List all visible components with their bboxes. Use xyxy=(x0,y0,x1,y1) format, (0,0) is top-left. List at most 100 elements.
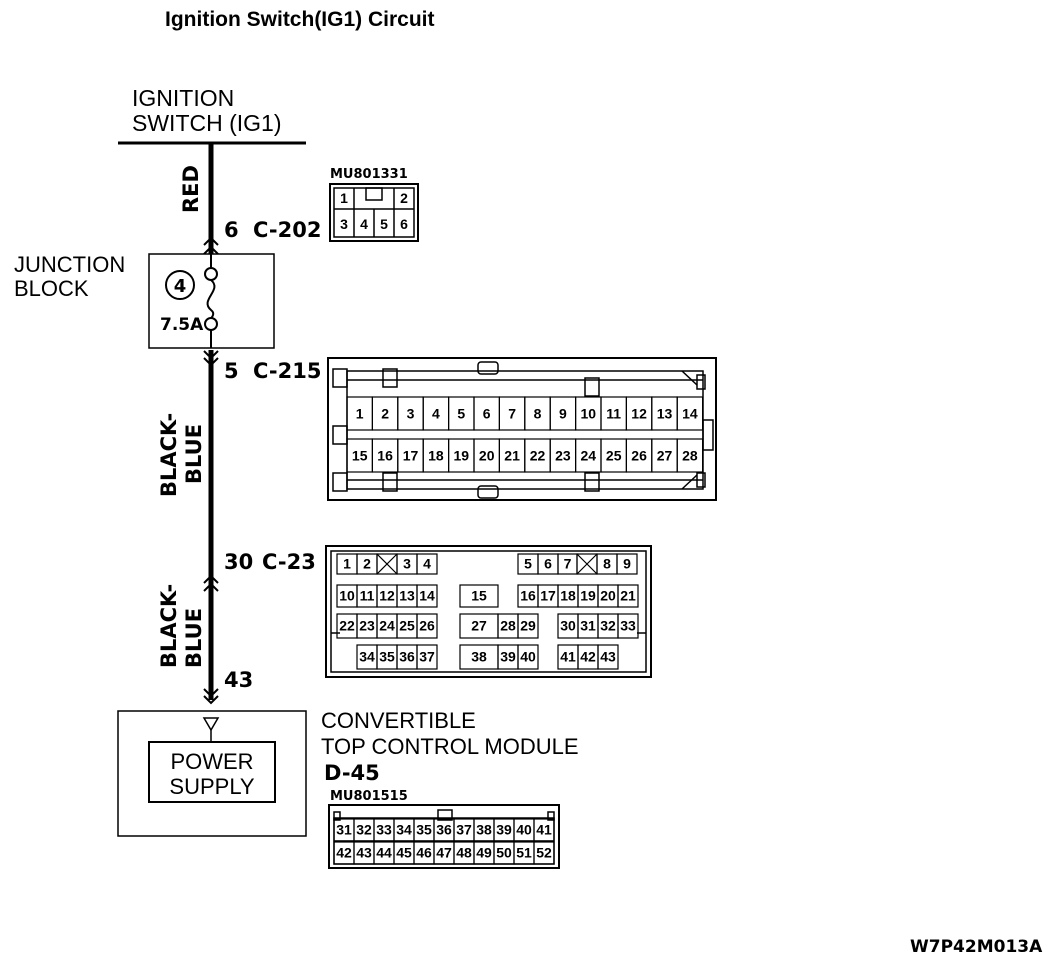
pin-number: 40 xyxy=(516,822,532,838)
pin-number: 30 xyxy=(560,618,576,634)
pin-number: 5 xyxy=(457,406,465,422)
pin-cell xyxy=(416,644,438,670)
c23-connector-face xyxy=(325,545,652,678)
pin-number: 42 xyxy=(336,845,352,861)
fuse-number-circle xyxy=(165,270,195,300)
c215-connector-name: C-215 xyxy=(253,359,321,383)
pin-number: 12 xyxy=(631,406,647,422)
pin-number: 13 xyxy=(657,406,673,422)
blank-cavity-cross xyxy=(376,553,398,575)
mu801331-pin: 6 xyxy=(400,216,408,232)
pin-number: 34 xyxy=(359,649,375,665)
pin-number: 35 xyxy=(416,822,432,838)
pin-number: 11 xyxy=(360,588,375,604)
mu801331-connector-face xyxy=(329,183,419,242)
pin-cell xyxy=(533,841,555,865)
c202-connector-name: C-202 xyxy=(253,218,321,242)
c202-pin-label: 6 xyxy=(224,218,239,242)
c23-connector-name: C-23 xyxy=(262,550,316,574)
pin-number: 36 xyxy=(436,822,452,838)
pin-number: 3 xyxy=(403,556,411,572)
ignition-switch-label-line1: IGNITION xyxy=(132,85,234,111)
pin-number: 21 xyxy=(620,588,636,604)
module-connector-symbol xyxy=(203,688,219,705)
pin-number: 27 xyxy=(471,618,487,634)
junction-block-label-line1: JUNCTION xyxy=(14,252,125,277)
pin-number: 44 xyxy=(376,845,392,861)
pin-number: 3 xyxy=(407,406,415,422)
c202-connector-symbol xyxy=(203,236,219,255)
pin-number: 15 xyxy=(352,448,368,464)
pin-number: 31 xyxy=(336,822,352,838)
pin-cell xyxy=(416,584,438,608)
pin-number: 10 xyxy=(339,588,355,604)
pin-cell xyxy=(557,553,578,575)
pin-number: 28 xyxy=(682,448,698,464)
pin-number: 15 xyxy=(471,588,487,604)
power-supply-label-line2: SUPPLY xyxy=(169,774,255,799)
c215-connector-face xyxy=(327,357,717,501)
pin-number: 41 xyxy=(560,649,576,665)
mu801515-part-number: MU801515 xyxy=(330,789,408,804)
mu801331-pin: 2 xyxy=(400,190,408,206)
pin-number: 9 xyxy=(623,556,631,572)
pin-cell xyxy=(617,584,639,608)
pin-number: 14 xyxy=(419,588,435,604)
pin-number: 36 xyxy=(399,649,415,665)
pin-number: 51 xyxy=(516,845,532,861)
power-supply-box xyxy=(148,741,276,803)
pin-cell xyxy=(676,396,704,431)
pin-number: 17 xyxy=(403,448,419,464)
mu801331-pin: 3 xyxy=(340,216,348,232)
pin-number: 48 xyxy=(456,845,472,861)
pin-cell xyxy=(416,553,438,575)
pin-cell xyxy=(416,613,438,639)
fuse-number: 4 xyxy=(174,276,187,297)
pin-number: 16 xyxy=(377,448,393,464)
pin-number: 8 xyxy=(534,406,542,422)
pin-number: 40 xyxy=(520,649,536,665)
wire-color-black-blue-lower-line1: BLACK- xyxy=(157,584,181,668)
pin-number: 24 xyxy=(379,618,395,634)
pin-number: 7 xyxy=(508,406,516,422)
pin-number: 10 xyxy=(581,406,597,422)
c23-pin-label: 30 xyxy=(224,550,253,574)
wire-color-black-blue-upper-line1: BLACK- xyxy=(157,413,181,497)
pin-number: 23 xyxy=(555,448,571,464)
pin-number: 28 xyxy=(500,618,516,634)
c215-connector-symbol xyxy=(203,350,219,367)
pin-cell xyxy=(617,613,639,639)
pin-number: 50 xyxy=(496,845,512,861)
pin-number: 43 xyxy=(356,845,372,861)
pin-number: 37 xyxy=(456,822,472,838)
pin-number: 20 xyxy=(479,448,495,464)
pin-number: 17 xyxy=(540,588,556,604)
pin-number: 1 xyxy=(356,406,364,422)
figure-code: W7P42M013A xyxy=(910,937,1043,957)
ignition-switch-label-line2: SWITCH (IG1) xyxy=(132,110,282,136)
pin-number: 11 xyxy=(606,406,621,422)
c23-connector-symbol xyxy=(203,574,219,592)
pin-number: 12 xyxy=(379,588,395,604)
pin-number: 21 xyxy=(504,448,520,464)
pin-number: 7 xyxy=(564,556,572,572)
pin-number: 31 xyxy=(580,618,596,634)
pin-number: 6 xyxy=(483,406,491,422)
pin-number: 41 xyxy=(536,822,552,838)
module-connector-name: D-45 xyxy=(324,761,380,785)
power-supply-label-line1: POWER xyxy=(170,749,253,774)
pin-number: 19 xyxy=(454,448,470,464)
pin-number: 35 xyxy=(379,649,395,665)
pin-number: 1 xyxy=(343,556,351,572)
pin-number: 25 xyxy=(399,618,415,634)
pin-number: 8 xyxy=(603,556,611,572)
pin-cell xyxy=(597,644,619,670)
pin-number: 6 xyxy=(544,556,552,572)
pin-cell xyxy=(676,438,704,473)
fuse-rating: 7.5A xyxy=(160,315,204,335)
pin-number: 2 xyxy=(363,556,371,572)
pin-number: 9 xyxy=(559,406,567,422)
pin-number: 52 xyxy=(536,845,552,861)
module-input-symbol xyxy=(202,717,220,732)
